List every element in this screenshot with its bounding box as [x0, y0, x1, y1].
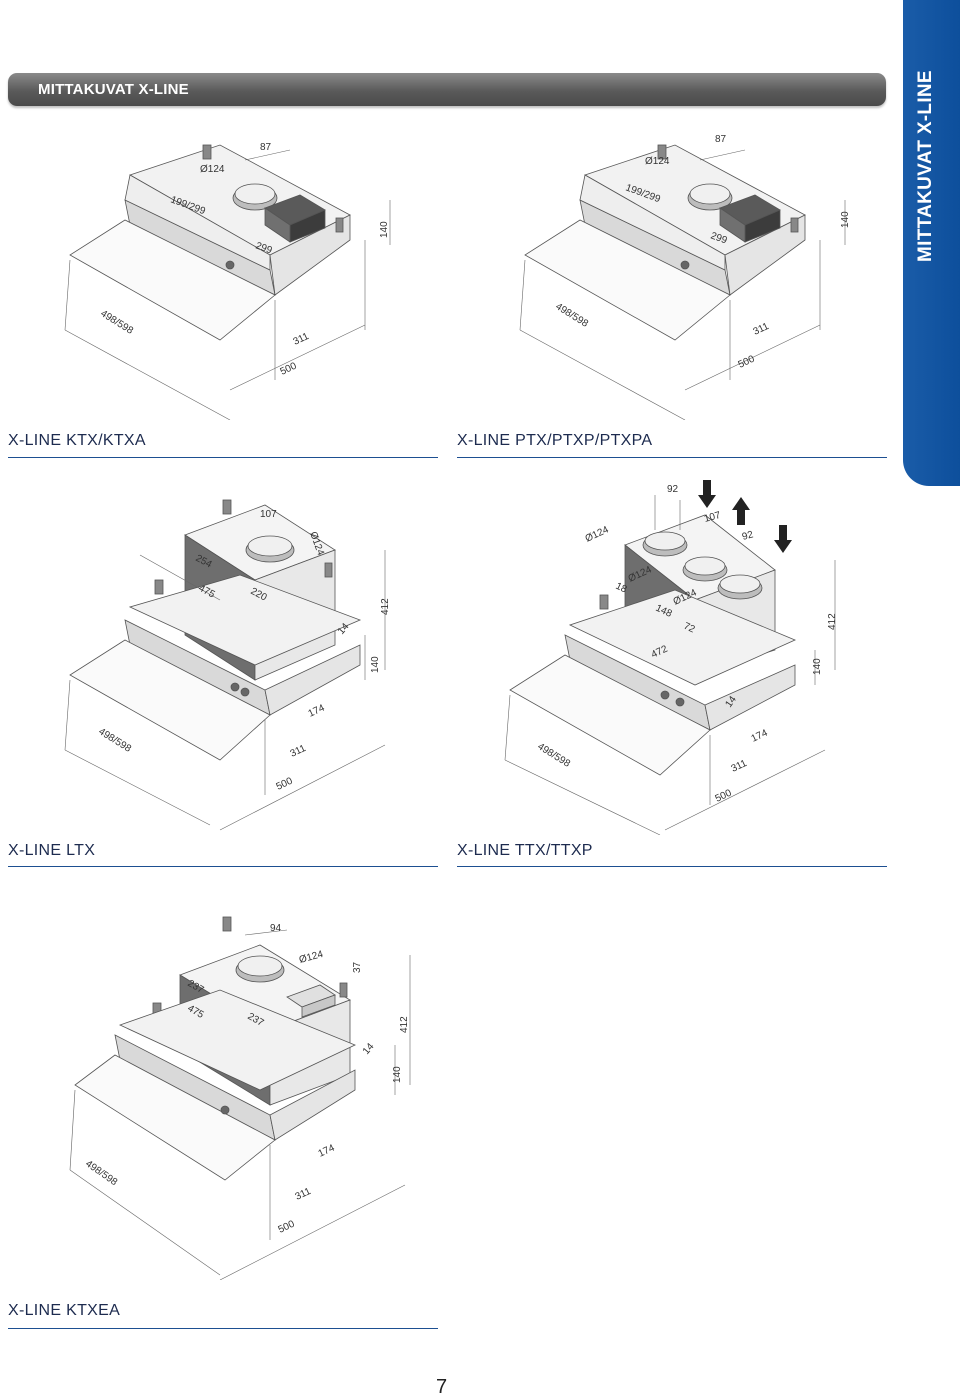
- dim-label: 311: [752, 321, 771, 338]
- section-label-ptx: X-LINE PTX/PTXP/PTXPA: [457, 432, 653, 449]
- dim-label: 174: [317, 1143, 337, 1160]
- section-header-bar: MITTAKUVAT X-LINE: [8, 73, 886, 106]
- dim-label: 174: [750, 728, 770, 745]
- dim-label: 412: [399, 1016, 410, 1033]
- dim-label: 140: [840, 211, 851, 228]
- dim-label: 498/598: [96, 726, 133, 755]
- dim-label: Ø124: [298, 949, 325, 966]
- dim-label: 311: [730, 758, 749, 775]
- dim-label: 92: [741, 529, 755, 543]
- dim-label: 412: [380, 598, 391, 615]
- section-label-ttx: X-LINE TTX/TTXP: [457, 842, 593, 859]
- dim-label: 500: [279, 361, 299, 378]
- section-rule: [457, 457, 887, 458]
- dim-label: 107: [260, 509, 277, 520]
- section-rule: [8, 457, 438, 458]
- section-label-ktxea: X-LINE KTXEA: [8, 1302, 121, 1319]
- dim-label: 140: [370, 656, 381, 673]
- section-rule: [8, 1328, 438, 1329]
- dim-label: 498/598: [553, 301, 590, 330]
- drawing-ptx: Ø124 87 199/299 299 140 498/598 311 500: [519, 134, 851, 420]
- dim-label: 37: [352, 961, 363, 973]
- dim-label: 500: [714, 788, 734, 805]
- dim-label: 498/598: [535, 741, 572, 770]
- section-label-ktx: X-LINE KTX/KTXA: [8, 432, 146, 449]
- side-tab: MITTAKUVAT X-LINE: [903, 0, 960, 486]
- dim-label: 14: [361, 1041, 377, 1057]
- dim-label: 72: [682, 621, 697, 636]
- drawing-ktxea: 94 Ø124 37 237 475 237 412 14 140 498/59…: [69, 916, 411, 1280]
- drawing-ktx: Ø124 87 199/299 299 140 498/598 311 500: [64, 142, 391, 420]
- section-rule: [457, 866, 887, 867]
- section-rule: [8, 866, 438, 867]
- dim-label: 500: [737, 354, 757, 371]
- dim-label: 140: [379, 221, 390, 238]
- dim-label: 87: [260, 142, 272, 153]
- dim-label: 174: [307, 703, 327, 720]
- section-label-ltx: X-LINE LTX: [8, 842, 96, 859]
- dim-label: 311: [294, 1186, 313, 1203]
- dim-label: 500: [275, 776, 295, 793]
- dim-label: 311: [289, 743, 308, 760]
- dim-label: 498/598: [83, 1158, 119, 1188]
- dim-label: 87: [715, 134, 727, 145]
- drawing-ttx: 92 Ø124 107 92 18 Ø124 148 Ø124 72 472 4…: [504, 480, 838, 835]
- dim-label: 498/598: [98, 308, 135, 337]
- dim-label: 500: [277, 1219, 297, 1236]
- side-tab-text: MITTAKUVAT X-LINE: [915, 70, 936, 262]
- drawing-ltx: 107 Ø124 254 475 220 412 14 140 498/598 …: [64, 499, 391, 831]
- header-title: MITTAKUVAT X-LINE: [38, 81, 189, 98]
- dim-label: 140: [812, 658, 823, 675]
- dim-label: 140: [392, 1066, 403, 1083]
- dim-label: Ø124: [200, 164, 225, 175]
- dim-label: 94: [270, 923, 282, 934]
- dim-label: 311: [292, 331, 311, 348]
- dim-label: Ø124: [584, 524, 611, 544]
- dim-label: 107: [703, 510, 722, 525]
- dim-label: 92: [667, 484, 679, 495]
- dim-label: Ø124: [645, 156, 670, 167]
- page-number: 7: [436, 1376, 448, 1398]
- dim-label: 412: [827, 613, 838, 630]
- dim-label: 18: [614, 581, 629, 596]
